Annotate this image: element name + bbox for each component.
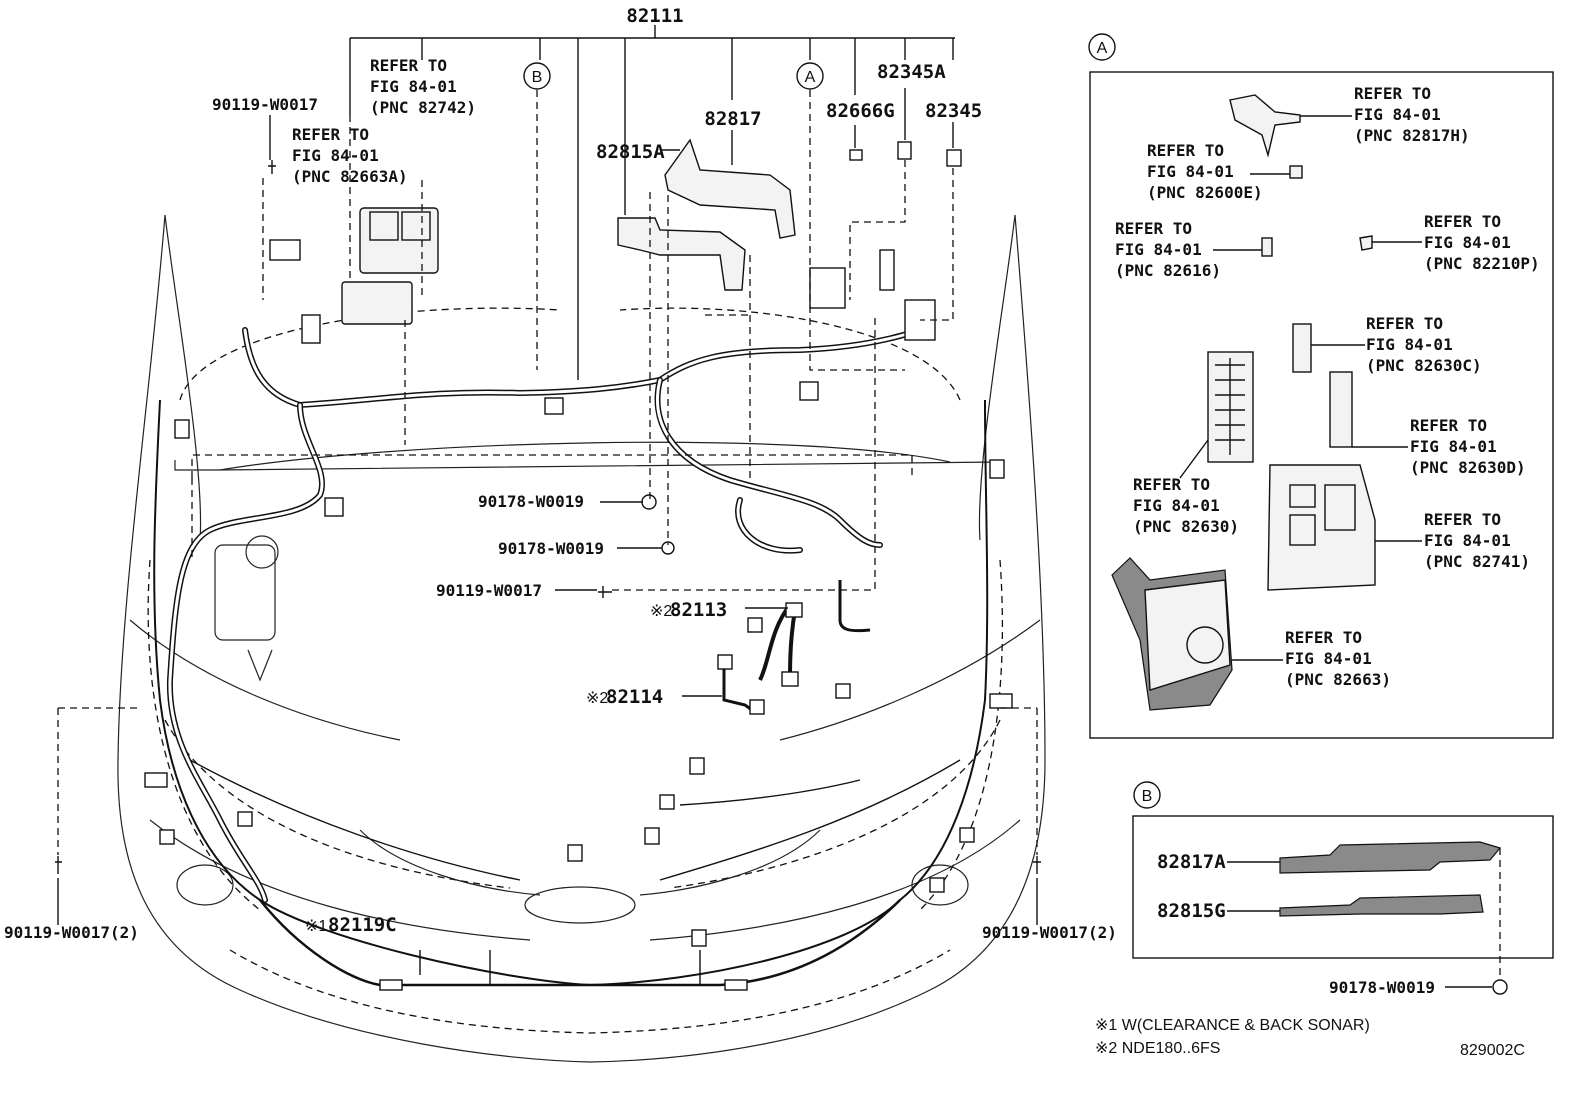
fastener-clip-center-2: 90178-W0019 <box>498 539 604 558</box>
panel-a-refer-82630C-line3: (PNC 82630C) <box>1366 356 1482 375</box>
refer-82742-line3: (PNC 82742) <box>370 98 476 117</box>
bracket-82817 <box>664 138 796 239</box>
panel-a-refer-82210P-line2: FIG 84-01 <box>1424 233 1511 252</box>
panel-a-callout-circle <box>1088 33 1116 61</box>
leader-lines <box>57 25 1038 925</box>
label-82815A: 82815A <box>596 141 665 163</box>
panel-a-refer-82817H-line1: REFER TO <box>1354 84 1431 103</box>
main-labels: 82111 82817 82815A 82666G 82345A 82345 8… <box>4 5 1117 942</box>
refer-82663A-line2: FIG 84-01 <box>292 146 379 165</box>
label-82114: 82114 <box>606 686 663 708</box>
panel-a-refer-82600E-line2: FIG 84-01 <box>1147 162 1234 181</box>
panel-a-refer-82616-line3: (PNC 82616) <box>1115 261 1221 280</box>
fastener-bolt-right: 90119-W0017(2) <box>982 923 1117 942</box>
main-wire-harness <box>153 327 989 987</box>
diagram-id: 829002C <box>1460 1042 1525 1059</box>
panel-a-refer-82630-line1: REFER TO <box>1133 475 1210 494</box>
notes: ※1 W(CLEARANCE & BACK SONAR) ※2 NDE180..… <box>1095 1017 1525 1059</box>
panel-a-refer-82616-line1: REFER TO <box>1115 219 1192 238</box>
panel-a-refer-82210P-line3: (PNC 82210P) <box>1424 254 1540 273</box>
label-82345A: 82345A <box>877 61 946 83</box>
bracket-82815A <box>617 217 746 291</box>
panel-a-refer-82663-line1: REFER TO <box>1285 628 1362 647</box>
panel-b-label-82817A: 82817A <box>1157 851 1226 873</box>
label-82345: 82345 <box>925 100 982 122</box>
callout-b-label: B <box>532 69 543 86</box>
label-82817: 82817 <box>704 108 761 130</box>
label-82119C: 82119C <box>328 914 397 936</box>
callout-a-label: A <box>805 69 816 86</box>
panel-a-callout-label: A <box>1097 40 1108 57</box>
vehicle-body-outline <box>117 214 1046 1063</box>
panel-a-refer-82741-line3: (PNC 82741) <box>1424 552 1530 571</box>
panel-b: B 82817A 82815G 90178-W0019 <box>1132 781 1554 997</box>
callout-b-circle <box>523 62 551 90</box>
panel-a-refer-82630-line3: (PNC 82630) <box>1133 517 1239 536</box>
panel-a-refer-82630D-line3: (PNC 82630D) <box>1410 458 1526 477</box>
note2-mark-82113: ※2 <box>650 603 672 620</box>
label-82113: 82113 <box>670 599 727 621</box>
panel-b-part-82815G-shape <box>1279 894 1484 917</box>
label-82111: 82111 <box>626 5 683 27</box>
panel-a-refer-82663-line2: FIG 84-01 <box>1285 649 1372 668</box>
panel-b-callout-circle <box>1133 781 1161 809</box>
fastener-clip-center-1: 90178-W0019 <box>478 492 584 511</box>
panel-a-frame <box>1089 71 1554 739</box>
note-2: ※2 NDE180..6FS <box>1095 1040 1220 1057</box>
note1-mark-82119C: ※1 <box>305 918 327 935</box>
panel-b-label-82815G: 82815G <box>1157 900 1226 922</box>
panel-a-refer-82600E-line3: (PNC 82600E) <box>1147 183 1263 202</box>
panel-b-part-82817A-shape <box>1279 841 1502 874</box>
panel-a-refer-82630D-line1: REFER TO <box>1410 416 1487 435</box>
panel-a-refer-82741-line1: REFER TO <box>1424 510 1501 529</box>
refer-82742-line1: REFER TO <box>370 56 447 75</box>
panel-a-refer-82630C-line1: REFER TO <box>1366 314 1443 333</box>
block-82742 <box>341 281 413 325</box>
panel-a-refer-82817H-line3: (PNC 82817H) <box>1354 126 1470 145</box>
panel-a-refer-82663-line3: (PNC 82663) <box>1285 670 1391 689</box>
panel-a-refer-82630-line2: FIG 84-01 <box>1133 496 1220 515</box>
fastener-bolt-left: 90119-W0017(2) <box>4 923 139 942</box>
callout-a-circle <box>796 62 824 90</box>
panel-a-refer-82630D-line2: FIG 84-01 <box>1410 437 1497 456</box>
refer-82742-line2: FIG 84-01 <box>370 77 457 96</box>
panel-a: A REFER TO FIG 84-01 (PNC 82817H) REFER … <box>1088 33 1554 739</box>
panel-b-frame <box>1132 815 1554 959</box>
panel-a-refer-82210P-line1: REFER TO <box>1424 212 1501 231</box>
fastener-bolt-center: 90119-W0017 <box>436 581 542 600</box>
label-82666G: 82666G <box>826 100 895 122</box>
note2-mark-82114: ※2 <box>586 690 608 707</box>
panel-a-refer-82741-line2: FIG 84-01 <box>1424 531 1511 550</box>
panel-a-refer-82600E-line1: REFER TO <box>1147 141 1224 160</box>
refer-82663A-line3: (PNC 82663A) <box>292 167 408 186</box>
refer-82663A-line1: REFER TO <box>292 125 369 144</box>
note-1: ※1 W(CLEARANCE & BACK SONAR) <box>1095 1017 1370 1034</box>
panel-b-callout-label: B <box>1142 788 1153 805</box>
panel-a-junction-block <box>1267 464 1376 591</box>
panel-a-refer-82817H-line2: FIG 84-01 <box>1354 105 1441 124</box>
panel-b-fastener: 90178-W0019 <box>1329 978 1435 997</box>
panel-a-refer-82630C-line2: FIG 84-01 <box>1366 335 1453 354</box>
panel-a-refer-82616-line2: FIG 84-01 <box>1115 240 1202 259</box>
components <box>55 138 1041 991</box>
fastener-top-left: 90119-W0017 <box>212 95 318 114</box>
